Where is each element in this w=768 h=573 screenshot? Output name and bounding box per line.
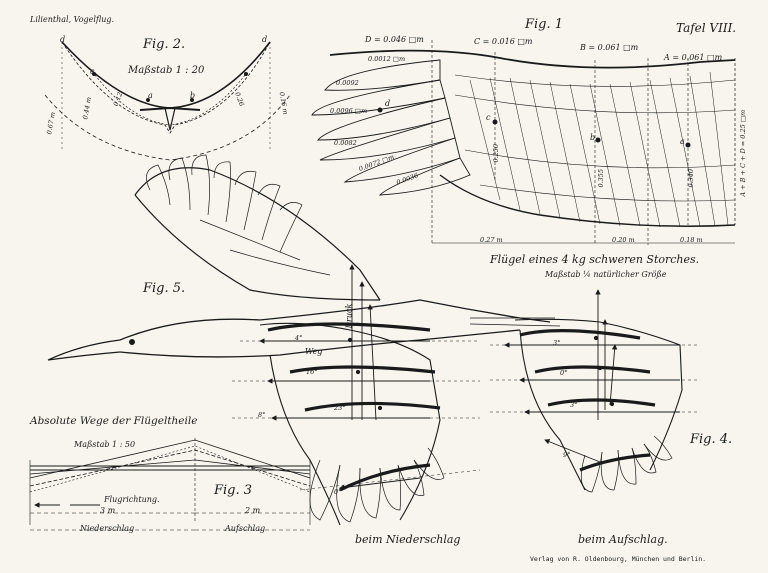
fig3-direction: Flugrichtung. <box>104 495 160 504</box>
fig4-wing <box>490 289 700 493</box>
fig1-width-2: 0.20 m <box>612 236 635 244</box>
fig1-wing <box>311 40 736 245</box>
fig1-width-1: 0.27 m <box>480 236 503 244</box>
fig5-angle-2: 16° <box>306 368 318 376</box>
fig2-point-d-right: d <box>262 35 268 44</box>
fig4-angle-1: 3° <box>553 339 561 347</box>
fig1-point-c: c <box>486 113 491 122</box>
fig5-angle-3: 23° <box>334 404 346 412</box>
fig3-dist-2: 2 m <box>245 506 261 515</box>
fig4-caption: beim Aufschlag. <box>578 533 668 546</box>
fig2-scale: Maßstab 1 : 20 <box>128 65 205 76</box>
fig1-caption: Flügel eines 4 kg schweren Storches. <box>490 253 700 266</box>
fig1-scale: Maßstab ¼ natürlicher Größe <box>545 270 667 279</box>
fig5-caption: beim Niederschlag <box>355 533 461 546</box>
fig1-area-d: D = 0.046 □m <box>365 35 424 44</box>
fig3-title: Fig. 3 <box>214 483 253 498</box>
fig2-point-b: b <box>190 91 196 100</box>
fig1-height-b: 0.355 <box>597 168 606 188</box>
fig1-height-a: 0.340 <box>687 168 696 188</box>
fig1-width-3: 0.18 m <box>680 236 703 244</box>
fig5-stork <box>47 154 561 526</box>
fig5-weg-label: Weg <box>305 347 323 356</box>
fig2-drawing <box>44 41 291 161</box>
fig3-dist-1: 3 m <box>100 506 116 515</box>
fig1-feather-2: 0.0092 <box>336 79 359 87</box>
fig4-title: Fig. 4. <box>690 432 733 447</box>
plate-number: Tafel VIII. <box>676 21 737 35</box>
fig1-title: Fig. 1 <box>525 17 564 32</box>
fig2-point-c-left: c <box>90 67 95 76</box>
publisher-line: Verlag von R. Oldenbourg, München und Be… <box>530 555 707 563</box>
fig4-angle-3: 3° <box>570 401 578 409</box>
fig1-point-d: d <box>385 99 391 108</box>
fig1-area-a: A = 0.061 □m <box>664 53 723 62</box>
fig2-point-d-left: d <box>60 35 66 44</box>
fig1-height-c: 0.250 <box>492 143 501 163</box>
fig3-downstroke-label: Niederschlag <box>80 524 135 533</box>
fig4-angle-4: 9° <box>563 451 571 459</box>
fig5-angle-5: 0° <box>334 488 342 496</box>
fig5-angle-4: 8° <box>258 411 266 419</box>
fig2-point-a: a <box>148 91 153 100</box>
fig3-paths <box>29 438 311 531</box>
fig5-druck-label: Druck <box>344 303 354 329</box>
fig5-title: Fig. 5. <box>143 281 186 296</box>
source-title: Lilienthal, Vogelflug. <box>30 15 115 24</box>
fig1-feather-4: 0.0082 <box>334 139 357 147</box>
fig1-feather-3: 0.0096 □m <box>330 107 368 115</box>
fig1-feather-1: 0.0012 □m <box>368 55 406 63</box>
fig3-heading: Absolute Wege der Flügeltheile <box>30 415 198 427</box>
fig2-title: Fig. 2. <box>143 37 186 52</box>
fig3-upstroke-label: Aufschlag <box>225 524 266 533</box>
fig1-point-b: b <box>590 133 596 142</box>
fig3-scale: Maßstab 1 : 50 <box>74 440 136 449</box>
fig5-angle-1: 4° <box>295 334 303 342</box>
fig1-area-c: C = 0.016 □m <box>474 37 533 46</box>
fig4-angle-2: 0° <box>560 369 568 377</box>
fig1-area-b: B = 0.061 □m <box>580 43 639 52</box>
fig1-area-sum: A + B + C + D = 0.25 □m <box>739 109 748 197</box>
fig1-point-a: a <box>680 137 685 146</box>
